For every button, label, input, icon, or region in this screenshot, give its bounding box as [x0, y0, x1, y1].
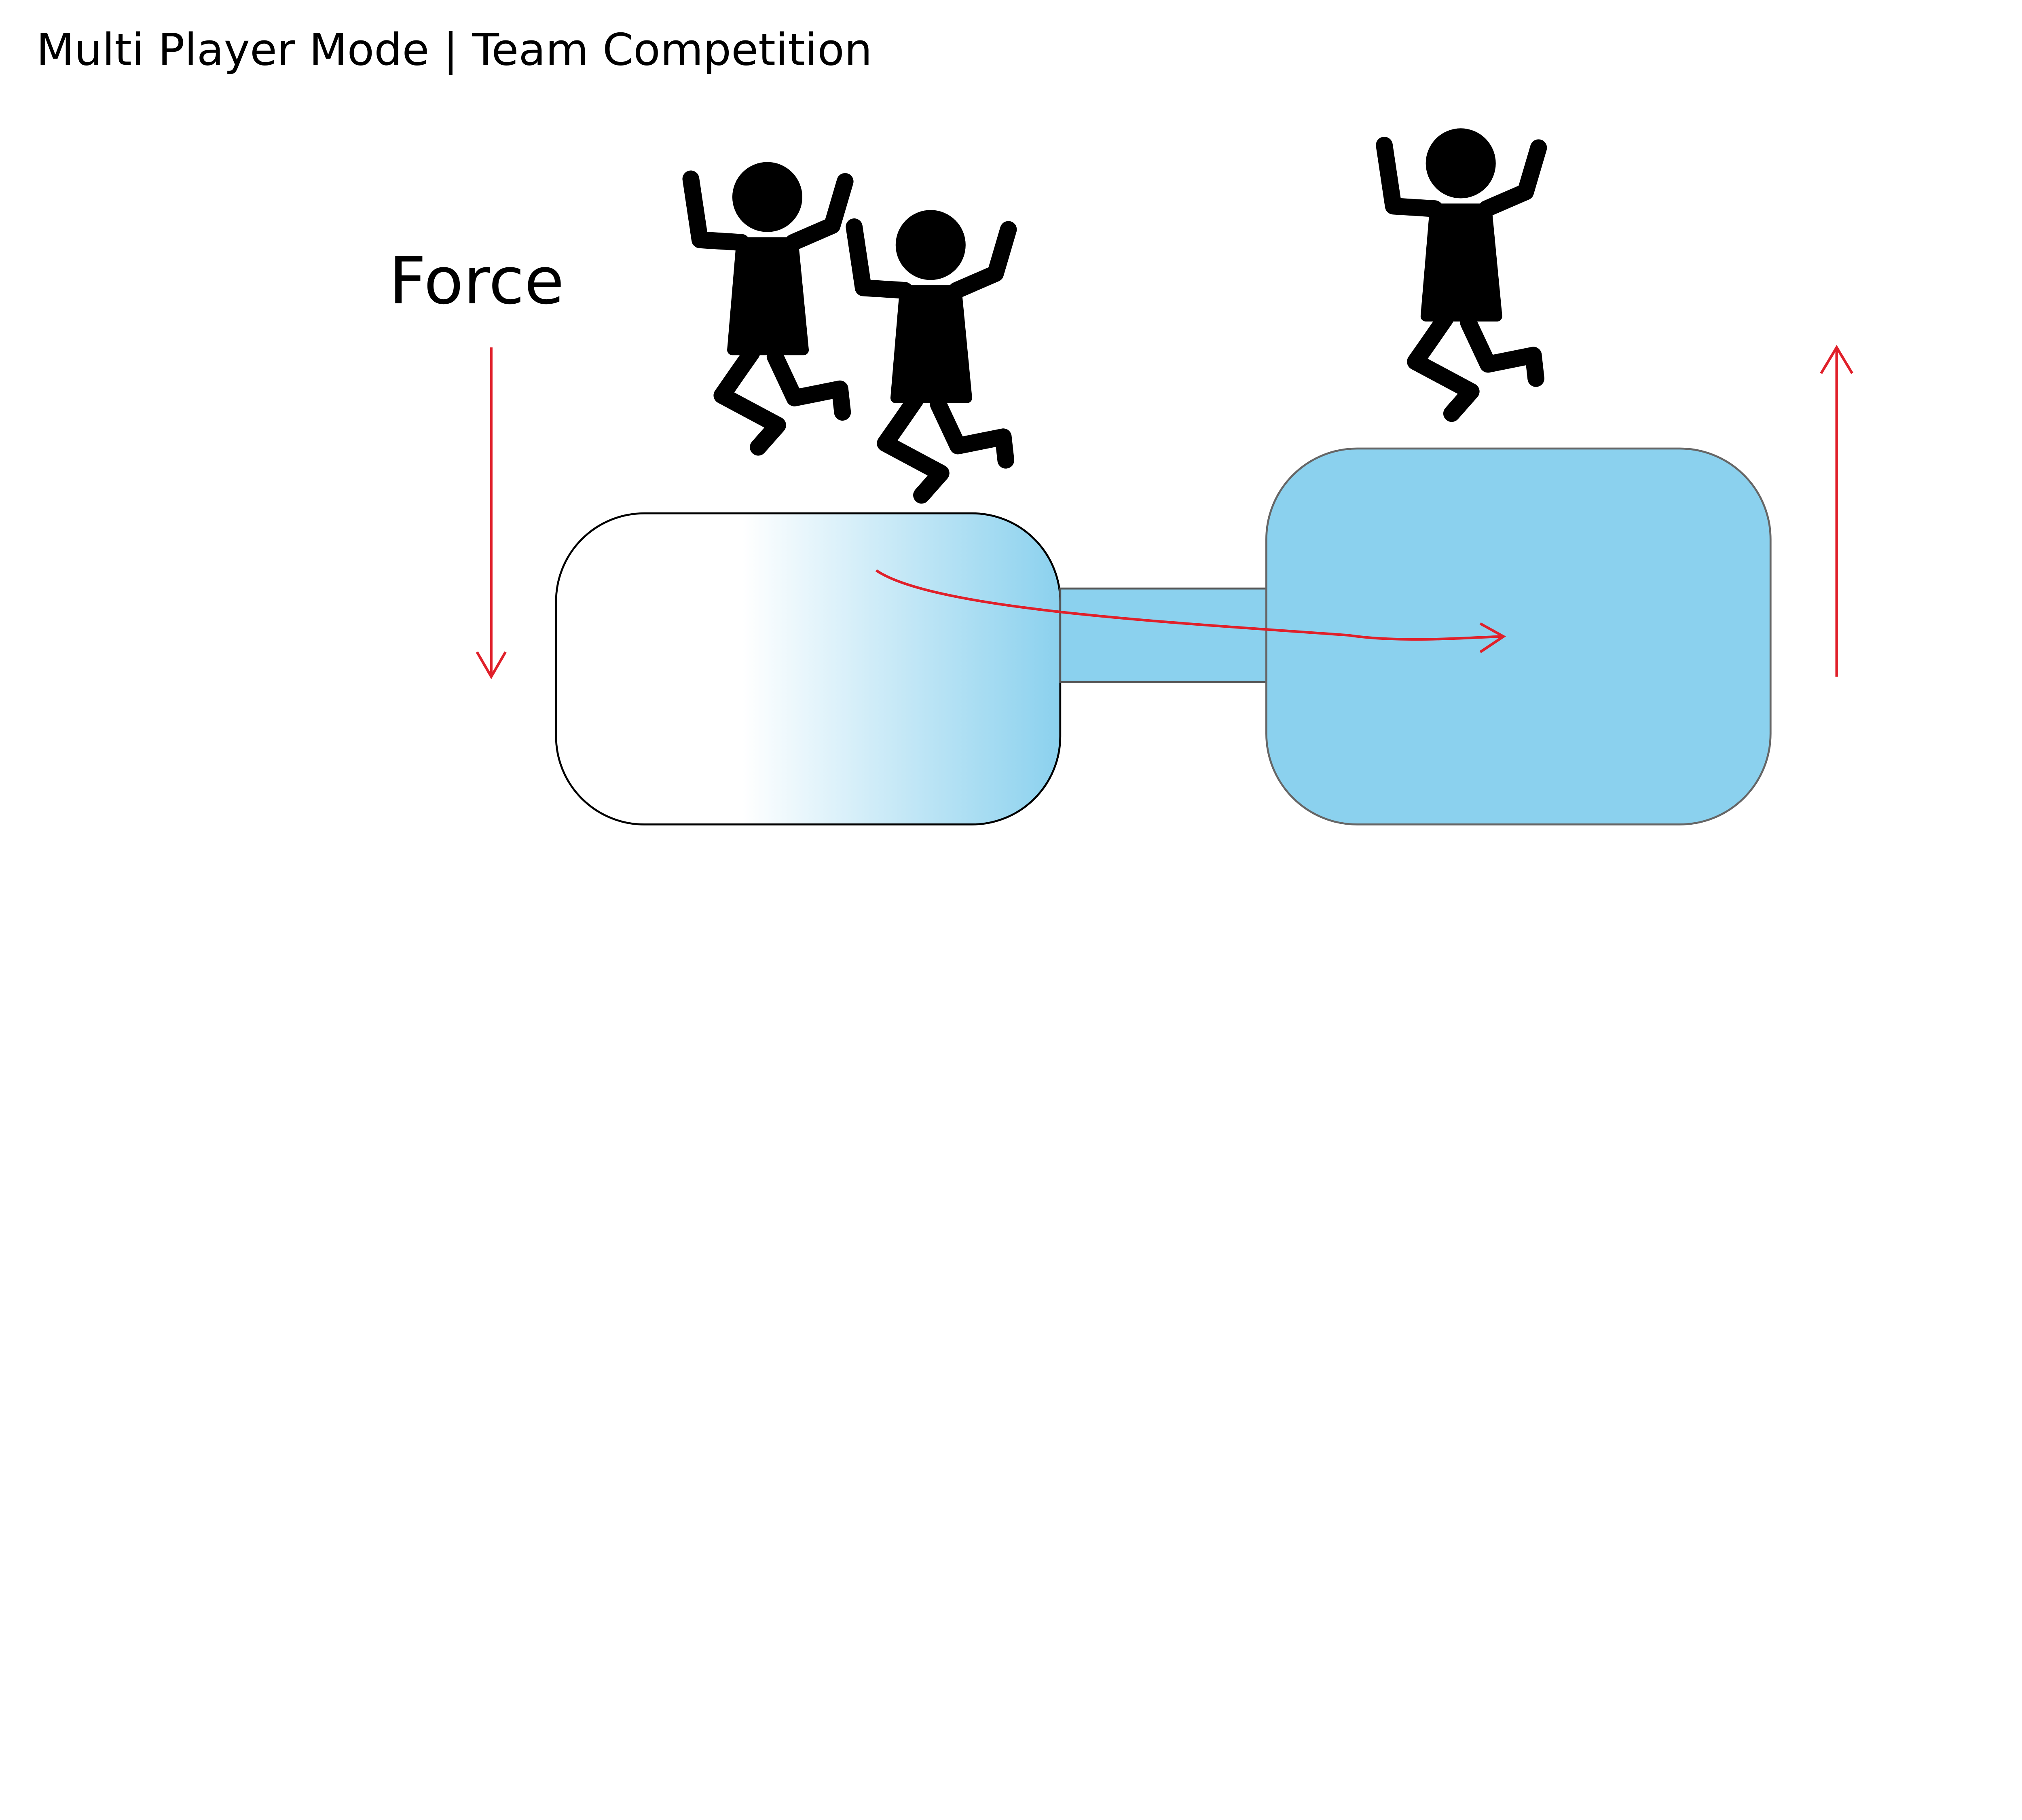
flow-arrow	[875, 569, 1506, 653]
jumping-player-1-icon	[691, 162, 845, 447]
jumping-player-2-icon	[854, 210, 1008, 495]
jumping-player-3-icon	[1384, 128, 1538, 413]
diagram-canvas: Multi Player Mode | Team Competition For…	[36, 24, 1853, 825]
left-tank	[555, 512, 1062, 825]
right-tank	[1265, 447, 1772, 825]
force-label: Force	[389, 243, 565, 319]
force-down-arrow	[476, 347, 507, 679]
force-up-arrow	[1820, 345, 1853, 677]
connecting-pipe	[1059, 587, 1269, 683]
page-title: Multi Player Mode | Team Competition	[36, 24, 872, 75]
